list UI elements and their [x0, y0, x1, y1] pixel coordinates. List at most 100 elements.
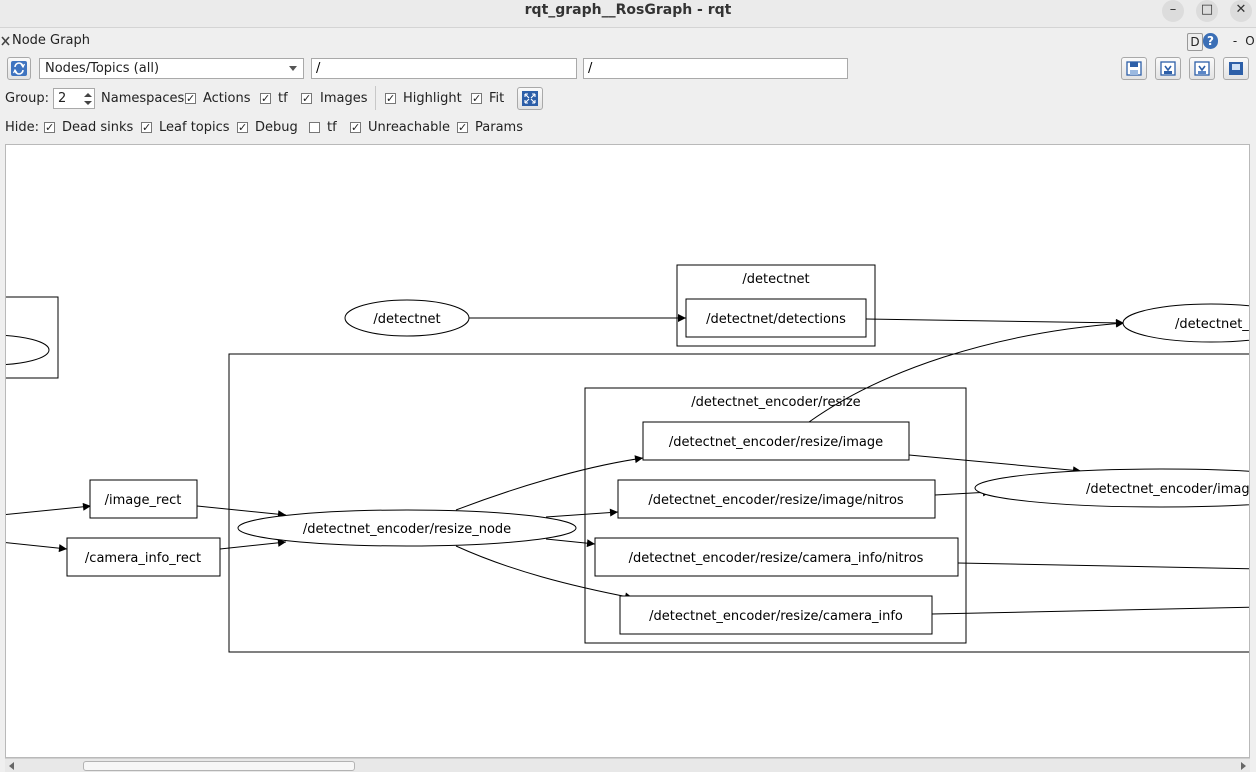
params-label: Params — [475, 120, 523, 135]
save-svg-button[interactable] — [1189, 57, 1215, 80]
node-detectnet[interactable] — [344, 299, 470, 337]
edge-resize-node-camera-info — [455, 545, 634, 601]
maximize-button[interactable]: □ — [1196, 0, 1218, 22]
load-dot-button[interactable] — [1121, 57, 1147, 80]
scroll-left-icon[interactable] — [9, 762, 14, 770]
tf-checkbox[interactable]: ✓ — [260, 92, 271, 105]
cluster-detectnet-encoder — [228, 353, 1249, 653]
topic-filter-input[interactable] — [584, 59, 847, 78]
params-checkbox[interactable]: ✓ — [457, 121, 468, 134]
window-title: rqt_graph__RosGraph - rqt — [524, 2, 732, 18]
node-detectnet-v[interactable] — [1122, 303, 1250, 343]
dock-d-button[interactable]: D — [1187, 33, 1203, 51]
spin-up-icon[interactable] — [84, 93, 92, 97]
cluster-detectnet-label: /detectnet — [742, 272, 809, 287]
edge-resize-node-image-nitros — [545, 508, 619, 518]
topic-detections[interactable] — [685, 298, 867, 338]
group-value: 2 — [58, 91, 67, 106]
node-filter-input[interactable] — [312, 59, 576, 78]
actions-checkbox[interactable]: ✓ — [185, 92, 196, 105]
node-image-t[interactable] — [974, 468, 1250, 508]
window-titlebar: rqt_graph__RosGraph - rqt – □ ✕ — [0, 0, 1256, 28]
dock-minus-button[interactable]: - — [1232, 34, 1238, 48]
tf-label: tf — [278, 91, 288, 106]
save-svg-icon — [1194, 61, 1210, 76]
cluster-resize — [584, 387, 967, 644]
topic-resize-image-label: /detectnet_encoder/resize/image — [669, 435, 883, 450]
load-dot-icon — [1126, 61, 1142, 76]
horizontal-scrollbar[interactable] — [5, 758, 1250, 772]
graph-type-select[interactable]: Nodes/Topics (all) — [39, 58, 304, 79]
edge-into-image-rect — [6, 502, 92, 516]
scrollbar-thumb[interactable] — [83, 761, 355, 771]
group-spinbox[interactable]: 2 — [53, 88, 95, 109]
fit-in-view-button[interactable] — [517, 87, 543, 110]
chevron-down-icon — [289, 66, 297, 71]
refresh-button[interactable] — [7, 57, 31, 80]
graph-type-value: Nodes/Topics (all) — [45, 61, 160, 76]
save-image-icon — [1229, 62, 1243, 75]
cluster-resize-label: /detectnet_encoder/resize — [691, 395, 860, 410]
edge-camera-info-rect-resize-node — [219, 538, 287, 550]
topic-image-rect-label: /image_rect — [105, 493, 182, 508]
topic-image-rect[interactable] — [89, 479, 198, 519]
dock-header: Node Graph D ? - O — [0, 31, 1256, 51]
node-detectnet-v-label: /detectnet_v — [1175, 317, 1250, 332]
topic-resize-image-nitros[interactable] — [617, 479, 936, 519]
leaf-topics-checkbox[interactable]: ✓ — [141, 121, 152, 134]
toolbar-separator — [375, 86, 376, 110]
node-image-t-label: /detectnet_encoder/image_t — [1086, 482, 1250, 497]
hide-tf-checkbox[interactable] — [309, 122, 320, 133]
scroll-right-icon[interactable] — [1241, 762, 1246, 770]
minimize-button[interactable]: – — [1162, 0, 1184, 22]
highlight-label: Highlight — [403, 91, 462, 106]
node-resize-node[interactable] — [237, 509, 577, 547]
unreachable-label: Unreachable — [368, 120, 450, 135]
topic-resize-camera-info[interactable] — [619, 595, 933, 635]
debug-label: Debug — [255, 120, 298, 135]
topic-resize-camera-info-nitros-label: /detectnet_encoder/resize/camera_info/ni… — [629, 551, 924, 566]
save-dot-icon — [1160, 61, 1176, 76]
edge-resize-image-detectnet-v — [808, 319, 1125, 423]
fit-checkbox[interactable]: ✓ — [471, 92, 482, 105]
topic-filter-field[interactable] — [583, 58, 848, 79]
highlight-checkbox[interactable]: ✓ — [385, 92, 396, 105]
edge-camera-info-out — [931, 606, 1249, 615]
save-dot-button[interactable] — [1155, 57, 1181, 80]
topic-detections-label: /detectnet/detections — [706, 312, 846, 327]
topic-camera-info-rect[interactable] — [66, 537, 221, 577]
debug-checkbox[interactable]: ✓ — [237, 121, 248, 134]
topic-resize-camera-info-label: /detectnet_encoder/resize/camera_info — [649, 609, 903, 624]
unreachable-checkbox[interactable]: ✓ — [350, 121, 361, 134]
spin-down-icon[interactable] — [84, 101, 92, 105]
edge-resize-image-image-t — [908, 454, 1082, 475]
topic-resize-camera-info-nitros[interactable] — [594, 537, 959, 577]
edge-resize-node-camera-info-nitros — [545, 538, 596, 548]
dock-float-button[interactable]: O — [1245, 34, 1255, 48]
help-icon[interactable]: ? — [1203, 33, 1218, 49]
save-image-button[interactable] — [1223, 57, 1249, 80]
close-button[interactable]: ✕ — [1230, 0, 1252, 22]
edge-camera-info-nitros-out — [957, 562, 1249, 570]
edge-resize-node-image — [455, 455, 644, 511]
node-resize-node-label: /detectnet_encoder/resize_node — [303, 522, 511, 537]
group-label: Group: — [5, 91, 49, 106]
namespaces-label: Namespaces — [101, 91, 185, 106]
fit-label: Fit — [489, 91, 505, 106]
cluster-detectnet — [676, 264, 876, 347]
edge-detections-detectnet-v — [865, 318, 1125, 327]
dead-sinks-checkbox[interactable]: ✓ — [44, 121, 55, 134]
images-checkbox[interactable]: ✓ — [301, 92, 312, 105]
node-filter-field[interactable] — [311, 58, 577, 79]
edge-image-rect-resize-node — [196, 505, 287, 519]
leaf-topics-label: Leaf topics — [159, 120, 230, 135]
fit-in-view-icon — [522, 91, 538, 106]
graph-canvas[interactable]: /detectnet /detectnet_encoder/resize /de… — [5, 144, 1250, 758]
partial-node-left — [6, 335, 50, 365]
dock-close-icon[interactable] — [0, 35, 11, 47]
dock-title: Node Graph — [12, 33, 90, 48]
topic-resize-image[interactable] — [642, 421, 910, 461]
actions-label: Actions — [203, 91, 251, 106]
node-detectnet-label: /detectnet — [373, 312, 440, 327]
topic-camera-info-rect-label: /camera_info_rect — [85, 551, 201, 566]
